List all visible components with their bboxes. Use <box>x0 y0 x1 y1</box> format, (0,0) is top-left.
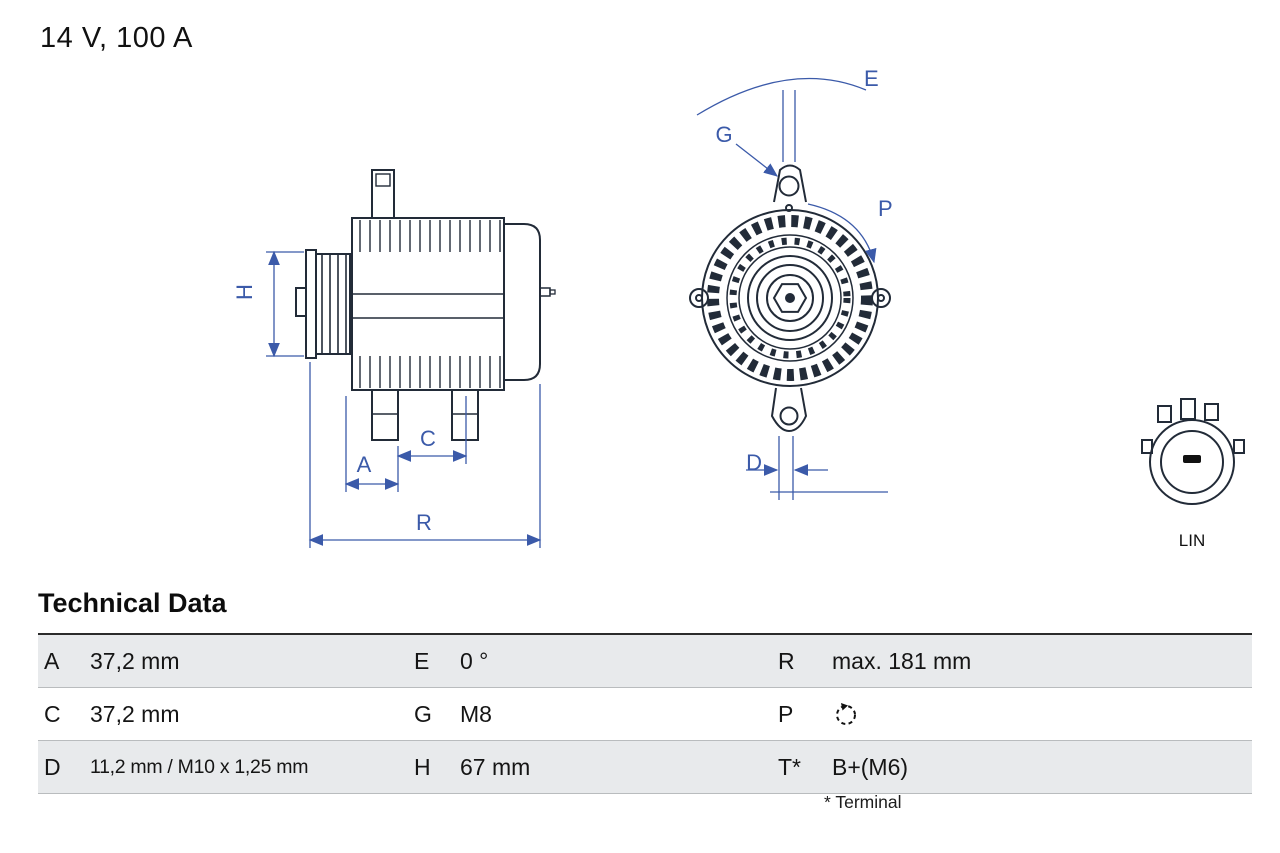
param-value: B+(M6) <box>832 753 909 780</box>
param-letter: D <box>44 753 61 780</box>
param-letter: T* <box>778 753 801 780</box>
param-value: 11,2 mm / M10 x 1,25 mm <box>90 755 309 778</box>
param-value: 67 mm <box>460 753 531 780</box>
param-letter: H <box>414 753 431 780</box>
terminal-footnote: * Terminal <box>824 792 902 812</box>
technical-data-table: A 37,2 mm E 0 ° R max. 181 mm C 37,2 mm … <box>38 633 1252 794</box>
param-letter: C <box>44 700 61 727</box>
page-title: 14 V, 100 A <box>40 22 193 54</box>
table-row: D 11,2 mm / M10 x 1,25 mm H 67 mm T* B+(… <box>38 740 1252 793</box>
table-row: C 37,2 mm G M8 P <box>38 687 1252 740</box>
dim-label-C: C <box>420 426 436 451</box>
dim-label-G: G <box>715 122 732 147</box>
param-letter: A <box>44 647 60 674</box>
dim-label-P: P <box>878 196 893 221</box>
param-letter: P <box>778 700 794 727</box>
dim-label-R: R <box>416 510 432 535</box>
connector-label: LIN <box>1179 531 1205 550</box>
param-value: max. 181 mm <box>832 647 972 674</box>
rotation-clockwise-icon <box>836 703 856 726</box>
param-letter: R <box>778 647 795 674</box>
alternator-technical-drawing: H A C R G E P D <box>232 66 1245 550</box>
table-row: A 37,2 mm E 0 ° R max. 181 mm <box>38 635 1252 687</box>
side-view-dimensions <box>266 250 542 548</box>
param-value: M8 <box>460 700 492 727</box>
dim-label-H: H <box>232 284 257 300</box>
dim-label-A: A <box>357 452 372 477</box>
param-value: 0 ° <box>460 647 489 674</box>
param-letter: G <box>414 700 432 727</box>
alternator-side-view <box>295 169 556 441</box>
technical-data-heading: Technical Data <box>38 588 227 618</box>
param-value: 37,2 mm <box>90 647 180 674</box>
lin-connector-icon <box>1141 398 1245 505</box>
dim-label-E: E <box>864 66 879 91</box>
param-value-rotation <box>824 700 1252 729</box>
param-letter: E <box>414 647 430 674</box>
alternator-front-view <box>689 164 891 433</box>
dim-label-D: D <box>746 450 762 475</box>
param-value: 37,2 mm <box>90 700 180 727</box>
front-view-dimensions <box>696 77 888 500</box>
